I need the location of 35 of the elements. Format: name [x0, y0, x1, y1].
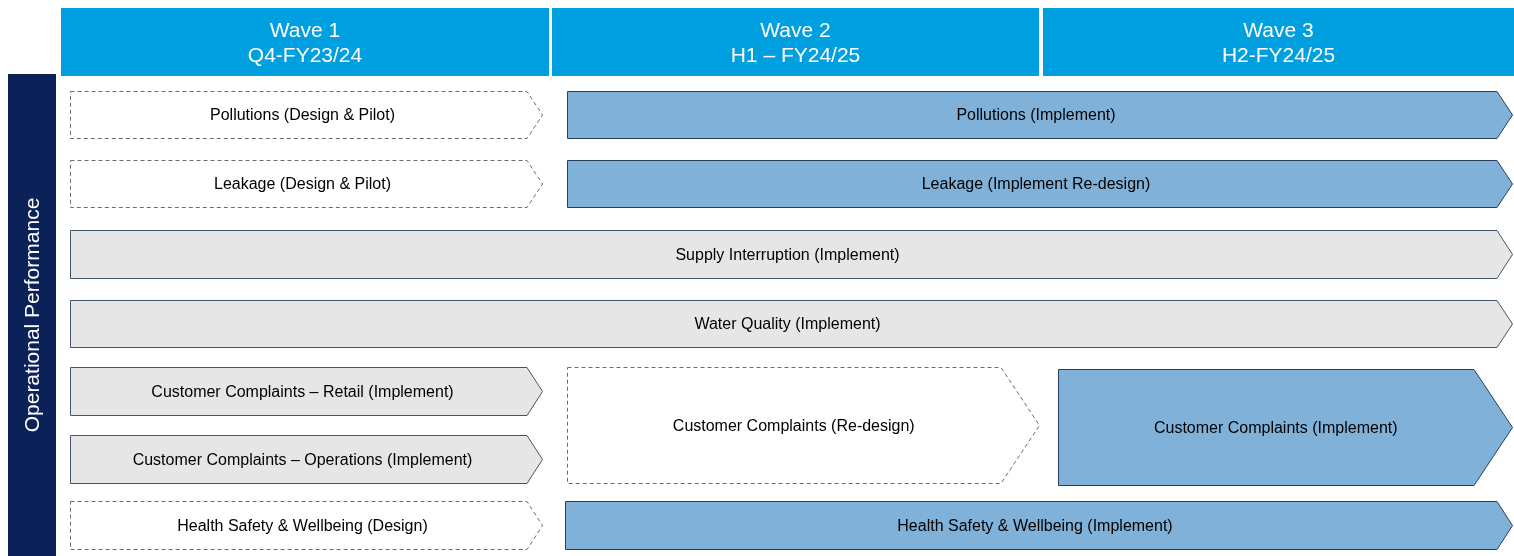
wave-title: Wave 2	[760, 17, 831, 42]
task-bar	[70, 230, 1513, 279]
task-label: Leakage (Design & Pilot)	[214, 175, 391, 193]
task-bar	[567, 160, 1513, 208]
task-label: Supply Interruption (Implement)	[675, 245, 900, 264]
task-bar	[565, 501, 1513, 550]
task-bar	[70, 91, 543, 139]
task-bar	[70, 160, 543, 208]
wave-title: Wave 1	[269, 17, 341, 42]
task-label: Pollutions (Implement)	[956, 106, 1116, 124]
wave-period: H2-FY24/25	[1221, 42, 1336, 67]
task-label: Customer Complaints – Retail (Implement)	[151, 382, 454, 401]
task-label: Leakage (Implement Re-design)	[921, 175, 1151, 193]
task-label: Customer Complaints (Implement)	[1153, 418, 1398, 437]
wave-period: H1 – FY24/25	[730, 42, 861, 67]
wave-header	[61, 8, 549, 76]
task-label: Water Quality (Implement)	[694, 315, 881, 333]
task-label: Customer Complaints (Re-design)	[672, 416, 915, 435]
task-bar	[70, 435, 543, 484]
task-label: Health Safety & Wellbeing (Design)	[177, 516, 428, 535]
wave-header	[1043, 8, 1514, 76]
category-label: Operational Performance	[20, 197, 44, 433]
task-bar	[70, 367, 543, 416]
category-band	[8, 74, 56, 556]
task-bar	[567, 91, 1513, 139]
task-label: Health Safety & Wellbeing (Implement)	[897, 516, 1173, 535]
task-bar	[567, 367, 1040, 484]
task-bar	[70, 501, 543, 550]
task-label: Pollutions (Design & Pilot)	[210, 106, 395, 124]
task-label: Customer Complaints – Operations (Implement)	[132, 450, 473, 469]
wave-period: Q4-FY23/24	[247, 42, 363, 67]
wave-title: Wave 3	[1243, 17, 1314, 42]
task-bar	[1058, 369, 1513, 486]
task-bar	[70, 300, 1513, 348]
wave-header	[552, 8, 1039, 76]
